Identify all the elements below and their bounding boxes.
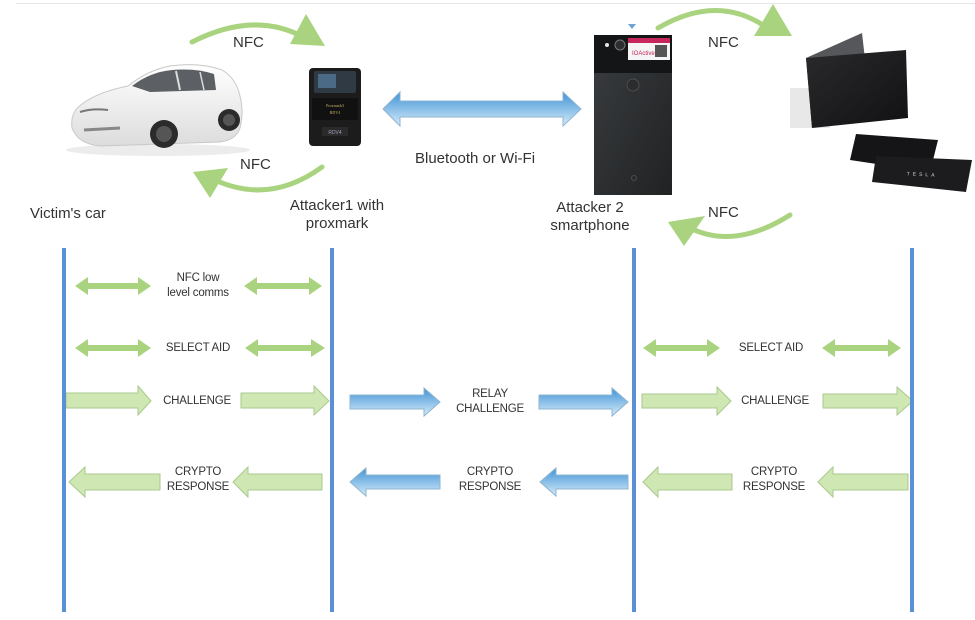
- seg2-label-relay-challenge-line2: CHALLENGE: [456, 403, 524, 415]
- actor-label-smartphone-line2: smartphone: [550, 217, 630, 234]
- seg1-msg-nfc-low-level: [75, 277, 322, 295]
- svg-text:RDV4: RDV4: [330, 110, 340, 115]
- seg3-label-select-aid-line1: SELECT AID: [738, 342, 804, 354]
- lifeline-smartphone: [632, 248, 636, 612]
- seg2-msg-relay-challenge: [349, 386, 629, 418]
- lifeline-proxmark: [330, 248, 334, 612]
- lifeline-key-card: [910, 248, 914, 612]
- actor-label-proxmark: Attacker1 with proxmark: [282, 197, 392, 233]
- card-brand-text: TESLA: [838, 87, 872, 95]
- actor-label-smartphone-line1: Attacker 2: [556, 199, 624, 216]
- seg1-msg-challenge: [65, 384, 330, 417]
- seg1-label-crypto-response-line2: RESPONSE: [166, 481, 230, 493]
- svg-text:RDV4: RDV4: [328, 130, 342, 136]
- seg1-label-nfc-low-level-line1: NFC low: [176, 272, 220, 284]
- svg-text:Proxmark3: Proxmark3: [326, 103, 344, 108]
- nfc-curve-arrow-bottom-left: [193, 164, 325, 198]
- seg2-label-crypto-response-line1: CRYPTO: [466, 466, 514, 478]
- seg1-label-crypto-response-line1: CRYPTO: [174, 466, 222, 478]
- seg3-label-challenge: CHALLENGE: [726, 394, 824, 409]
- seg3-msg-crypto-response: [642, 465, 909, 499]
- nfc-curve-arrow-top-right: [655, 4, 792, 36]
- seg3-label-crypto-response-line1: CRYPTO: [750, 466, 798, 478]
- victim-car-image: [66, 64, 250, 156]
- actor-label-proxmark-line1: Attacker1 with: [289, 197, 385, 214]
- seg1-label-challenge-line1: CHALLENGE: [163, 395, 231, 407]
- seg3-label-crypto-response-line2: RESPONSE: [742, 481, 806, 493]
- seg1-label-nfc-low-level-line2: level comms: [167, 287, 229, 299]
- seg2-label-crypto-response: CRYPTO RESPONSE: [440, 465, 540, 495]
- nfc-curve-arrow-top-left: [189, 14, 325, 46]
- phone-sticker-text: IOActive: [632, 51, 655, 57]
- actor-label-proxmark-line2: proxmark: [305, 215, 369, 232]
- seg1-msg-select-aid: [75, 339, 325, 357]
- nfc-label-bottom-right: NFC: [708, 204, 739, 221]
- seg3-label-select-aid: SELECT AID: [721, 341, 821, 356]
- nfc-label-bottom-left: NFC: [240, 156, 271, 173]
- seg3-label-challenge-line1: CHALLENGE: [741, 395, 809, 407]
- tesla-key-cards-image: TESLA TESLA: [790, 33, 972, 192]
- bluetooth-wifi-double-arrow: [382, 90, 582, 128]
- top-divider: [16, 3, 975, 4]
- seg2-label-relay-challenge-line1: RELAY: [472, 388, 508, 400]
- seg1-label-crypto-response: CRYPTO RESPONSE: [150, 465, 246, 495]
- seg1-label-select-aid-line1: SELECT AID: [165, 342, 231, 354]
- seg3-msg-select-aid: [643, 339, 901, 357]
- nfc-label-top-left: NFC: [233, 34, 264, 51]
- attacker-smartphone-image: IOActive: [594, 24, 672, 195]
- nfc-label-top-right: NFC: [708, 34, 739, 51]
- seg3-label-crypto-response: CRYPTO RESPONSE: [726, 465, 822, 495]
- seg2-label-crypto-response-line2: RESPONSE: [458, 481, 522, 493]
- actor-label-victim-car: Victim's car: [30, 205, 106, 222]
- seg1-label-nfc-low-level: NFC low level comms: [150, 271, 246, 301]
- seg1-label-select-aid: SELECT AID: [150, 341, 246, 356]
- bridge-label: Bluetooth or Wi-Fi: [415, 150, 536, 167]
- seg2-msg-crypto-response: [349, 466, 629, 498]
- seg2-label-relay-challenge: RELAY CHALLENGE: [440, 387, 540, 417]
- nfc-curve-arrow-bottom-right: [668, 212, 793, 246]
- seg1-msg-crypto-response: [68, 465, 323, 499]
- actor-label-smartphone: Attacker 2 smartphone: [535, 199, 645, 235]
- seg1-label-challenge: CHALLENGE: [150, 394, 244, 409]
- seg3-msg-challenge: [641, 385, 914, 417]
- proxmark-device-image: Proxmark3 RDV4 RDV4: [309, 68, 361, 146]
- lifeline-victim-car: [62, 248, 66, 612]
- card-brand-text-2: TESLA: [906, 171, 937, 179]
